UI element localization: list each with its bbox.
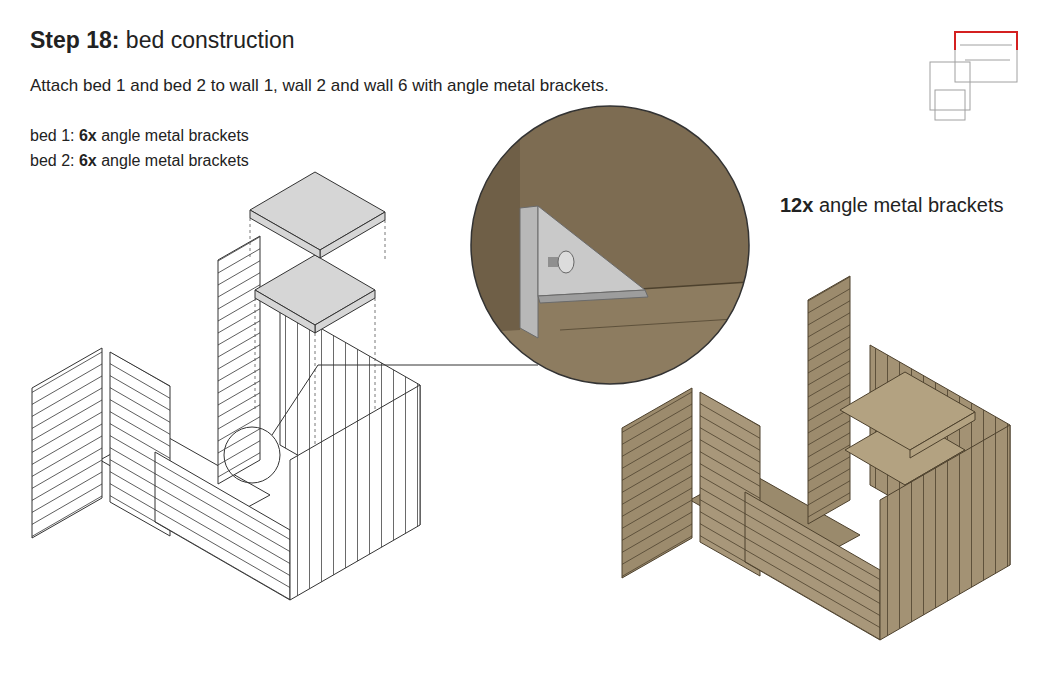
text-run: 2	[317, 76, 326, 95]
text-run	[159, 76, 164, 95]
step-title: Step 18: bed construction	[30, 27, 295, 55]
text-run	[259, 76, 264, 95]
text-run: with	[412, 76, 442, 95]
text-run: brackets	[188, 127, 248, 144]
text-run	[326, 76, 331, 95]
text-run: angle	[101, 152, 140, 169]
text-run: Attach	[30, 76, 78, 95]
text-run: bed	[30, 127, 57, 144]
text-run	[111, 76, 116, 95]
text-run: 1,	[264, 76, 278, 95]
text-run: to	[211, 76, 225, 95]
text-run	[97, 127, 101, 144]
text-run	[393, 76, 398, 95]
text-run: metal	[873, 194, 922, 216]
text-run	[868, 194, 874, 216]
parts-count: bed 2: 6x angle metal brackets	[30, 151, 249, 170]
text-run	[312, 76, 317, 95]
text-run: angle	[101, 127, 140, 144]
text-run: 2	[196, 76, 205, 95]
text-run: metal	[493, 76, 535, 95]
text-run	[192, 76, 197, 95]
text-run	[813, 194, 819, 216]
parts-count: bed 1: 6x angle metal brackets	[30, 126, 249, 145]
text-run: wall	[364, 76, 393, 95]
text-run	[922, 194, 928, 216]
text-run	[75, 127, 79, 144]
text-run: and	[331, 76, 359, 95]
text-run: 1:	[61, 127, 74, 144]
key-plan	[930, 32, 1017, 120]
text-run: angle	[447, 76, 489, 95]
text-run	[75, 152, 79, 169]
text-run: and	[130, 76, 158, 95]
text-run: brackets	[188, 152, 248, 169]
text-run	[184, 152, 188, 169]
text-run	[535, 76, 540, 95]
total-count: 12x angle metal brackets	[780, 193, 1004, 217]
text-run	[225, 76, 230, 95]
text-run	[126, 76, 131, 95]
exploded-beds	[250, 172, 385, 445]
bold-run: Step 18:	[30, 27, 119, 53]
exploded-view	[32, 236, 420, 600]
text-run: brackets	[928, 194, 1004, 216]
text-run	[206, 76, 211, 95]
text-run	[489, 76, 494, 95]
text-run: bed	[163, 76, 191, 95]
text-run	[278, 76, 283, 95]
text-run: bed construction	[119, 27, 294, 53]
detail-callout	[224, 105, 750, 483]
text-run	[140, 127, 144, 144]
text-run: metal	[145, 152, 184, 169]
bold-run: 6x	[79, 127, 97, 144]
bold-run: 12x	[780, 194, 813, 216]
text-run: 6	[398, 76, 407, 95]
text-run	[57, 152, 61, 169]
text-run	[140, 152, 144, 169]
text-run	[78, 76, 83, 95]
text-run: wall	[283, 76, 312, 95]
text-run: brackets.	[540, 76, 609, 95]
text-run	[97, 152, 101, 169]
text-run	[359, 76, 364, 95]
text-run	[407, 76, 412, 95]
text-run	[184, 127, 188, 144]
text-run	[442, 76, 447, 95]
text-run	[57, 127, 61, 144]
text-run: bed	[83, 76, 111, 95]
text-run: metal	[145, 127, 184, 144]
instruction-text: Attach bed 1 and bed 2 to wall 1, wall 2…	[30, 76, 609, 96]
text-run: 2:	[61, 152, 74, 169]
bold-run: 6x	[79, 152, 97, 169]
text-run: bed	[30, 152, 57, 169]
text-run: 1	[116, 76, 125, 95]
text-run: angle	[819, 194, 868, 216]
text-run: wall	[230, 76, 259, 95]
